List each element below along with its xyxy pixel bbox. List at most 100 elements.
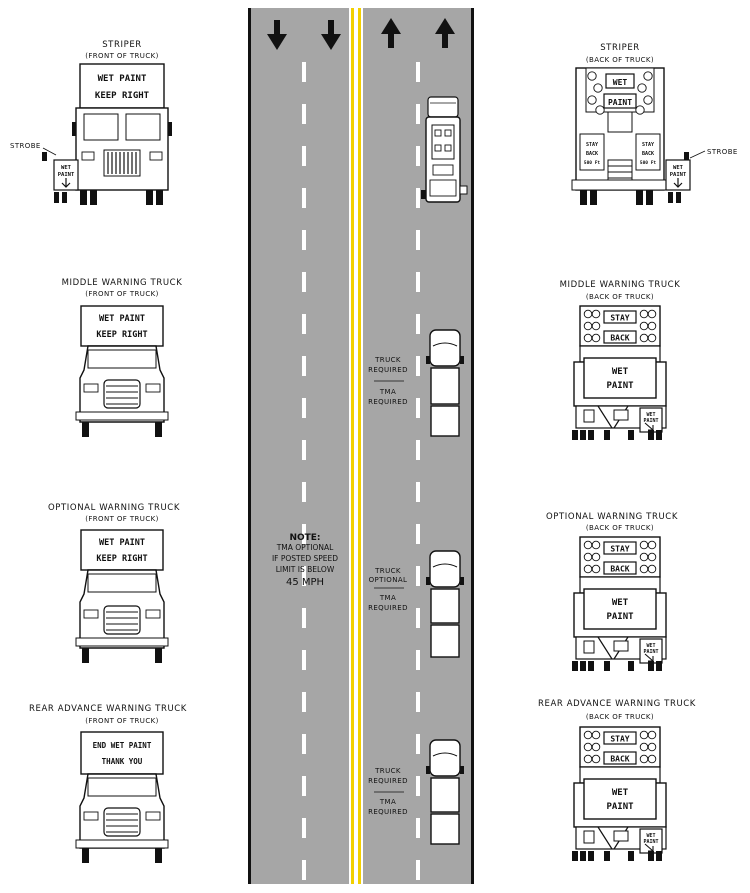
- lane-dash: [302, 860, 306, 880]
- flasher-light: [639, 333, 649, 343]
- flasher-light: [593, 83, 603, 93]
- lane-dash: [302, 272, 306, 292]
- flasher-light: [587, 71, 597, 81]
- wet-label: WET: [612, 788, 629, 798]
- flasher-light: [591, 730, 601, 740]
- sign-line-2: KEEP RIGHT: [96, 330, 147, 340]
- wet-label: WET: [612, 598, 629, 608]
- warning-truck-top-view-3: [426, 739, 464, 845]
- striper-board: [605, 73, 635, 89]
- note-line: IF POSTED SPEED: [272, 554, 338, 563]
- flasher-light: [643, 71, 653, 81]
- flasher-light: [639, 540, 649, 550]
- small-sign-line-2: PAINT: [58, 172, 75, 178]
- flasher-light: [591, 321, 601, 331]
- small-sign-line-2: PAINT: [670, 172, 687, 178]
- lane-dash: [416, 776, 420, 796]
- lane-dash: [302, 650, 306, 670]
- lane-dash: [302, 230, 306, 250]
- wet-paint-panel: [583, 588, 657, 630]
- lane-dash: [416, 440, 420, 460]
- stay-panel: [603, 541, 637, 555]
- truck-title: STRIPER: [600, 43, 640, 53]
- truck-title: OPTIONAL WARNING TRUCK: [48, 503, 180, 513]
- lane-dash: [416, 650, 420, 670]
- flasher-light: [639, 321, 649, 331]
- flasher-light: [587, 95, 597, 105]
- middle-warning-back: MIDDLE WARNING TRUCK (BACK OF TRUCK) STA…: [560, 280, 681, 440]
- arrow-down-icon: [673, 178, 683, 188]
- note-speed: 45 MPH: [286, 577, 324, 588]
- lane-dash: [416, 104, 420, 124]
- road-label-2: TRUCK OPTIONAL TMA REQUIRED: [368, 567, 408, 612]
- stay-panel: [603, 731, 637, 745]
- tire: [656, 430, 662, 440]
- lane-dash: [302, 818, 306, 838]
- flasher-light: [583, 564, 593, 574]
- lane-dash: [416, 608, 420, 628]
- tire: [648, 851, 654, 861]
- tire: [588, 661, 594, 671]
- small-sign-line-1: WET: [646, 833, 655, 839]
- road-label-3: TRUCK REQUIRED TMA REQUIRED: [368, 767, 408, 816]
- flasher-light: [583, 552, 593, 562]
- back-panel: [603, 330, 637, 344]
- wet-paint-panel: [583, 778, 657, 820]
- lane-dash: [302, 62, 306, 82]
- flasher-light: [639, 309, 649, 319]
- back-panel: [603, 751, 637, 765]
- truck-subtitle: (BACK OF TRUCK): [586, 293, 654, 301]
- tire: [588, 851, 594, 861]
- road-label-1: TRUCK REQUIRED TMA REQUIRED: [368, 356, 408, 406]
- striper-front: STRIPER (FRONT OF TRUCK) WET PAINT KEEP …: [10, 40, 172, 205]
- tire: [580, 430, 586, 440]
- road-label-top: TRUCK: [374, 356, 401, 364]
- truck-title: MIDDLE WARNING TRUCK: [560, 280, 681, 290]
- rear-advance-warning-back: REAR ADVANCE WARNING TRUCK (BACK OF TRUC…: [538, 699, 696, 861]
- road-label-bottom2: REQUIRED: [368, 398, 408, 406]
- stay-panel: [603, 310, 637, 324]
- strobe-label: STROBE: [10, 142, 41, 150]
- truck-subtitle: (FRONT OF TRUCK): [85, 290, 159, 298]
- paint-label: PAINT: [606, 612, 634, 622]
- lane-dash: [416, 62, 420, 82]
- road-label-bottom2: REQUIRED: [368, 808, 408, 816]
- lane-dashes: [302, 62, 420, 880]
- arrow-down-icon: [267, 20, 287, 50]
- flasher-light: [647, 321, 657, 331]
- flasher-light: [591, 552, 601, 562]
- optional-warning-front: OPTIONAL WARNING TRUCK (FRONT OF TRUCK) …: [48, 503, 180, 663]
- road-label-bottom: TMA: [379, 388, 396, 396]
- flasher-light: [591, 540, 601, 550]
- note-line: LIMIT IS BELOW: [276, 565, 335, 574]
- tire: [588, 430, 594, 440]
- lane-dash: [302, 146, 306, 166]
- roadway: TRUCK REQUIRED TMA REQUIRED TRUCK OPTION…: [248, 8, 474, 884]
- truck-sign-board: [80, 529, 164, 571]
- striper-board-line-1: WET: [613, 78, 628, 87]
- stay-label: STAY: [610, 735, 629, 744]
- warning-truck-top-view-2: [426, 550, 464, 658]
- road-label-top2: OPTIONAL: [369, 576, 408, 584]
- arrow-down-icon: [61, 178, 71, 188]
- lane-dash: [416, 188, 420, 208]
- truck-subtitle: (BACK OF TRUCK): [586, 713, 654, 721]
- truck-sign-board: [79, 63, 165, 109]
- road-label-bottom: TMA: [379, 798, 396, 806]
- strobe-light: [684, 152, 689, 161]
- lane-dash: [416, 692, 420, 712]
- truck-title: REAR ADVANCE WARNING TRUCK: [538, 699, 696, 709]
- flasher-light: [591, 564, 601, 574]
- flasher-light: [639, 742, 649, 752]
- small-sign-line-1: WET: [673, 165, 684, 171]
- flasher-light: [647, 564, 657, 574]
- striper-board-line-2: PAINT: [608, 98, 632, 107]
- tire: [648, 430, 654, 440]
- stay-label: STAY: [642, 142, 654, 148]
- striper-back: STRIPER (BACK OF TRUCK) WET PAINT STAY B…: [571, 43, 737, 205]
- back-label: BACK: [586, 151, 598, 157]
- sign-line-1: WET PAINT: [98, 74, 147, 84]
- truck-sign-board: [80, 731, 164, 775]
- lane-dash: [302, 692, 306, 712]
